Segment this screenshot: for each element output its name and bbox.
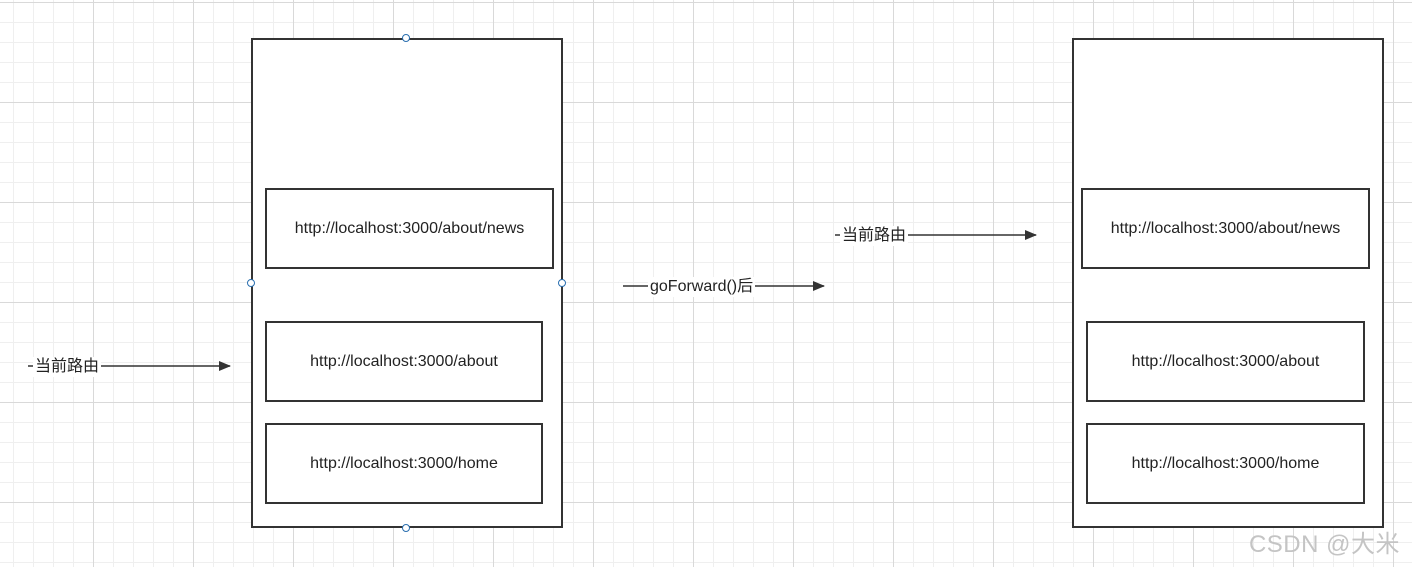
watermark: CSDN @大米 [1248,531,1400,558]
selection-handle-bottom[interactable] [402,524,410,532]
left-entry-about-news: http://localhost:3000/about/news [265,188,554,269]
right-entry-about-news: http://localhost:3000/about/news [1081,188,1370,269]
selection-handle-top[interactable] [402,34,410,42]
transition-label: goForward()后 [648,277,756,297]
right-entry-home: http://localhost:3000/home [1086,423,1365,504]
right-entry-about: http://localhost:3000/about [1086,321,1365,402]
right-current-route-label: 当前路由 [840,226,909,246]
left-entry-home: http://localhost:3000/home [265,423,543,504]
selection-handle-left[interactable] [247,279,255,287]
left-entry-about: http://localhost:3000/about [265,321,543,402]
selection-handle-right[interactable] [558,279,566,287]
left-current-route-label: 当前路由 [33,357,102,377]
